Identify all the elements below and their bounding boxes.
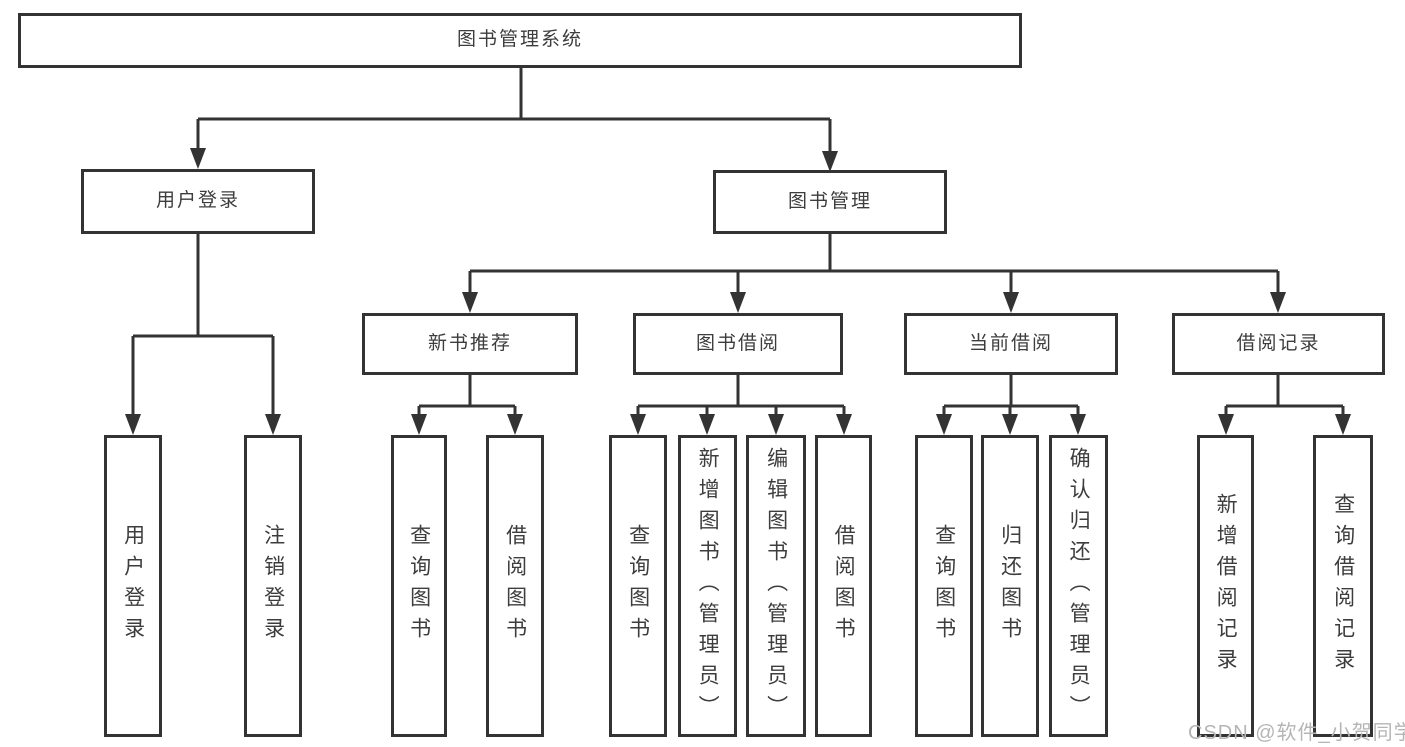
node-br-add-record: 新增借阅记录 (1197, 435, 1254, 737)
arrow-down-icon (822, 151, 838, 172)
connector-bookmgmt-to-level3 (462, 234, 1286, 313)
node-bb-query-book: 查询图书 (609, 435, 667, 737)
arrow-down-icon (1002, 414, 1018, 435)
node-book-management: 图书管理 (713, 170, 947, 234)
arrow-down-icon (265, 414, 281, 435)
csdn-watermark: CSDN @软件_小贺同学 (1188, 722, 1405, 744)
arrow-down-icon (125, 414, 141, 435)
node-cb-confirm-return-admin: 确认归还（管理员） (1049, 435, 1108, 737)
arrow-down-icon (936, 414, 952, 435)
node-bb-add-book-admin: 新增图书（管理员） (678, 435, 737, 737)
node-br-query-record: 查询借阅记录 (1313, 435, 1373, 737)
arrow-down-icon (411, 414, 427, 435)
node-bb-edit-book-admin: 编辑图书（管理员） (746, 435, 806, 737)
arrow-down-icon (1335, 414, 1351, 435)
arrow-down-icon (630, 414, 646, 435)
arrow-down-icon (190, 148, 206, 169)
node-leaf-logout: 注销登录 (244, 435, 302, 737)
arrow-down-icon (462, 292, 478, 313)
arrow-down-icon (836, 414, 852, 435)
connector-borrowrecords-to-leaves (1218, 375, 1351, 435)
connector-userlogin-to-leaves (125, 234, 281, 435)
connector-newbookrec-to-leaves (411, 375, 523, 435)
node-cb-query-book: 查询图书 (915, 435, 973, 737)
node-book-borrowing: 图书借阅 (633, 313, 843, 375)
node-cb-return-book: 归还图书 (981, 435, 1039, 737)
connector-bookborrow-to-leaves (630, 375, 852, 435)
node-leaf-user-login: 用户登录 (104, 435, 162, 737)
arrow-down-icon (1003, 292, 1019, 313)
arrow-down-icon (1270, 292, 1286, 313)
connector-currentborrow-to-leaves (936, 375, 1086, 435)
arrow-down-icon (1218, 414, 1234, 435)
node-current-borrowing: 当前借阅 (904, 313, 1118, 375)
node-library-system: 图书管理系统 (18, 13, 1022, 68)
node-bb-borrow-book: 借阅图书 (815, 435, 872, 737)
arrow-down-icon (699, 414, 715, 435)
arrow-down-icon (507, 414, 523, 435)
node-user-login: 用户登录 (81, 169, 315, 234)
arrow-down-icon (1070, 414, 1086, 435)
node-new-book-recommend: 新书推荐 (362, 313, 578, 375)
arrow-down-icon (768, 414, 784, 435)
node-borrowing-records: 借阅记录 (1172, 313, 1385, 375)
arrow-down-icon (730, 292, 746, 313)
connector-root-to-level2 (190, 68, 838, 172)
node-rec-query-book: 查询图书 (391, 435, 447, 737)
node-rec-borrow-book: 借阅图书 (486, 435, 544, 737)
